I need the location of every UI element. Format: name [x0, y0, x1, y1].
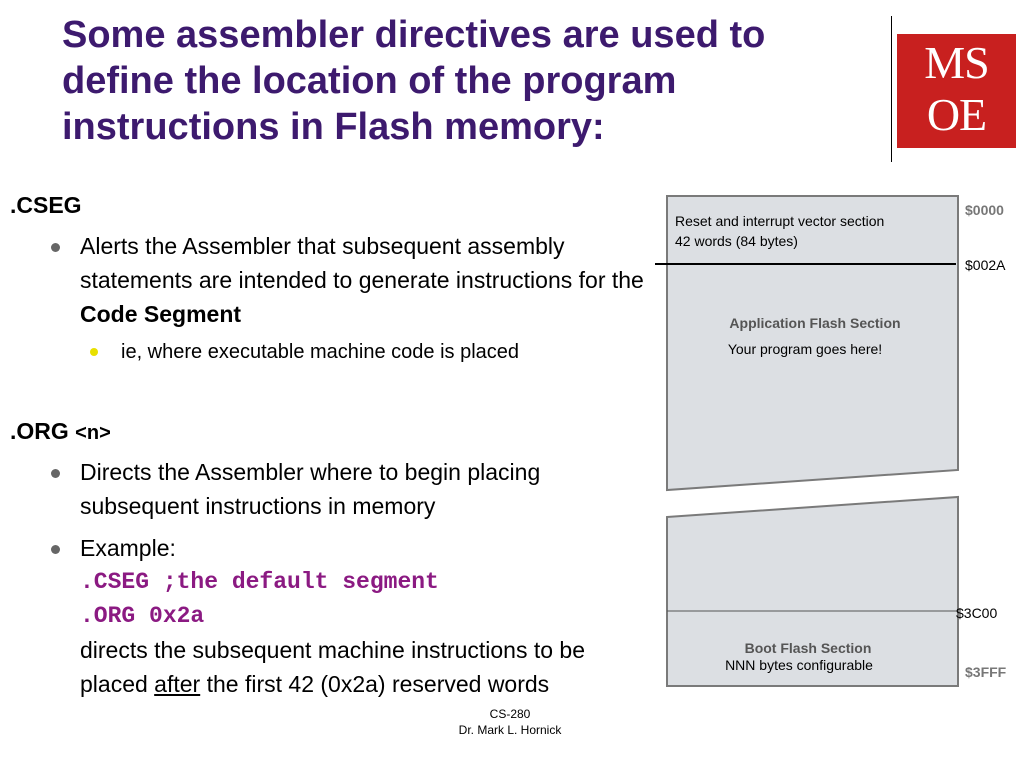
boot-section-note: NNN bytes configurable [725, 657, 873, 673]
logo-text-top: MS [924, 37, 989, 88]
footer-author: Dr. Mark L. Hornick [458, 723, 562, 737]
cseg-heading: .CSEG [10, 192, 82, 218]
boot-section-label: Boot Flash Section [745, 640, 872, 656]
code-segment-term: Code Segment [80, 301, 242, 327]
example-description-end: the first 42 (0x2a) reserved words [200, 671, 550, 697]
org-bullet-1: Directs the Assembler where to begin pla… [80, 459, 541, 519]
logo-text-bottom: OE [926, 89, 987, 140]
address-3c00: $3C00 [956, 605, 997, 621]
org-heading-arg: <n> [75, 422, 111, 444]
upper-memory-block [666, 195, 959, 492]
msoe-logo: MS OE [897, 34, 1016, 148]
vector-section-size: 42 words (84 bytes) [675, 233, 798, 249]
after-underlined: after [154, 671, 201, 697]
slide-footer: CS-280 Dr. Mark L. Hornick [420, 706, 600, 738]
footer-course: CS-280 [489, 707, 531, 721]
org-bullet-2: Example: .CSEG ;the default segment .ORG… [80, 531, 655, 701]
cseg-sub-bullet: ie, where executable machine code is pla… [121, 341, 520, 363]
bullet-dot [51, 243, 60, 252]
org-heading-text: .ORG [10, 418, 69, 444]
slide-title: Some assembler directives are used to de… [62, 14, 766, 148]
bullet-dot [51, 469, 60, 478]
address-3fff: $3FFF [965, 664, 1007, 680]
application-section-label: Application Flash Section [729, 315, 900, 331]
program-note: Your program goes here! [728, 341, 882, 357]
title-divider [891, 16, 892, 162]
bullet-dot [51, 545, 60, 554]
lower-memory-block [666, 495, 959, 687]
address-002a: $002A [965, 257, 1006, 273]
example-label: Example: [80, 535, 176, 561]
org-heading: .ORG <n> [10, 418, 111, 445]
sub-bullet-dot [90, 348, 98, 356]
example-description-text: directs the subsequent machine instructi… [80, 637, 586, 697]
vector-section-label: Reset and interrupt vector section [675, 213, 884, 229]
address-0000: $0000 [965, 202, 1004, 218]
code-line-1: .CSEG ;the default segment [80, 569, 439, 595]
example-description: directs the subsequent machine instructi… [80, 633, 655, 701]
cseg-bullet-1-text: Alerts the Assembler that subsequent ass… [80, 233, 644, 293]
code-line-2: .ORG 0x2a [80, 603, 205, 629]
cseg-bullet-1: Alerts the Assembler that subsequent ass… [80, 229, 655, 331]
